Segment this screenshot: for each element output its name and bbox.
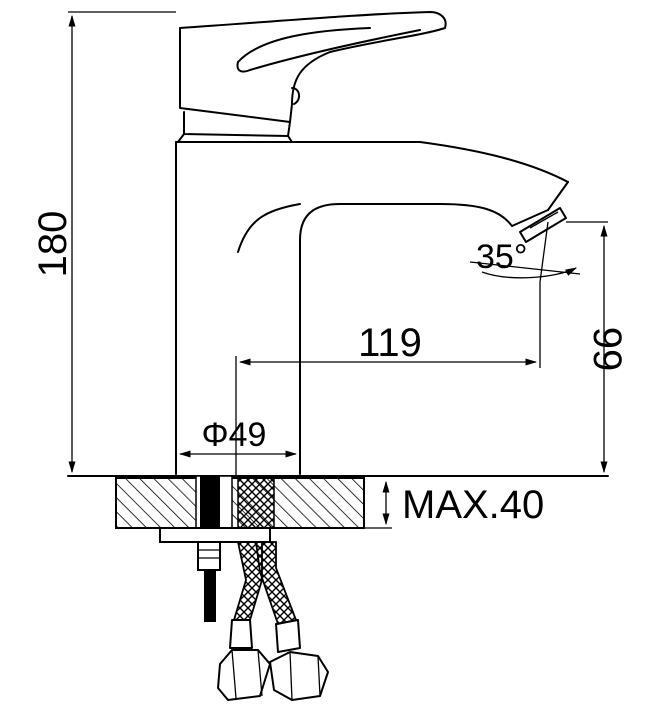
- mounting-hardware: [159, 527, 271, 622]
- angle-dimension: [469, 221, 581, 283]
- reach-label: 119: [358, 321, 422, 365]
- deck-thickness-dimension: [364, 480, 392, 529]
- faucet-body: [175, 141, 569, 475]
- cartridge-collar: [177, 111, 293, 143]
- spout-height-dimension: [566, 221, 608, 474]
- angle-label: 35°: [476, 238, 527, 276]
- diameter-label: Φ49: [202, 416, 267, 454]
- deck-section: [115, 475, 365, 529]
- reach-dimension: [235, 282, 541, 478]
- flexible-hoses: [217, 541, 329, 701]
- aerator: [519, 207, 567, 243]
- lever-handle: [179, 11, 447, 123]
- height-label: 180: [31, 211, 75, 278]
- height-dimension: [68, 11, 176, 474]
- spout-height-label: 99: [585, 327, 629, 372]
- deck-thickness-label: MAX.40: [402, 483, 544, 527]
